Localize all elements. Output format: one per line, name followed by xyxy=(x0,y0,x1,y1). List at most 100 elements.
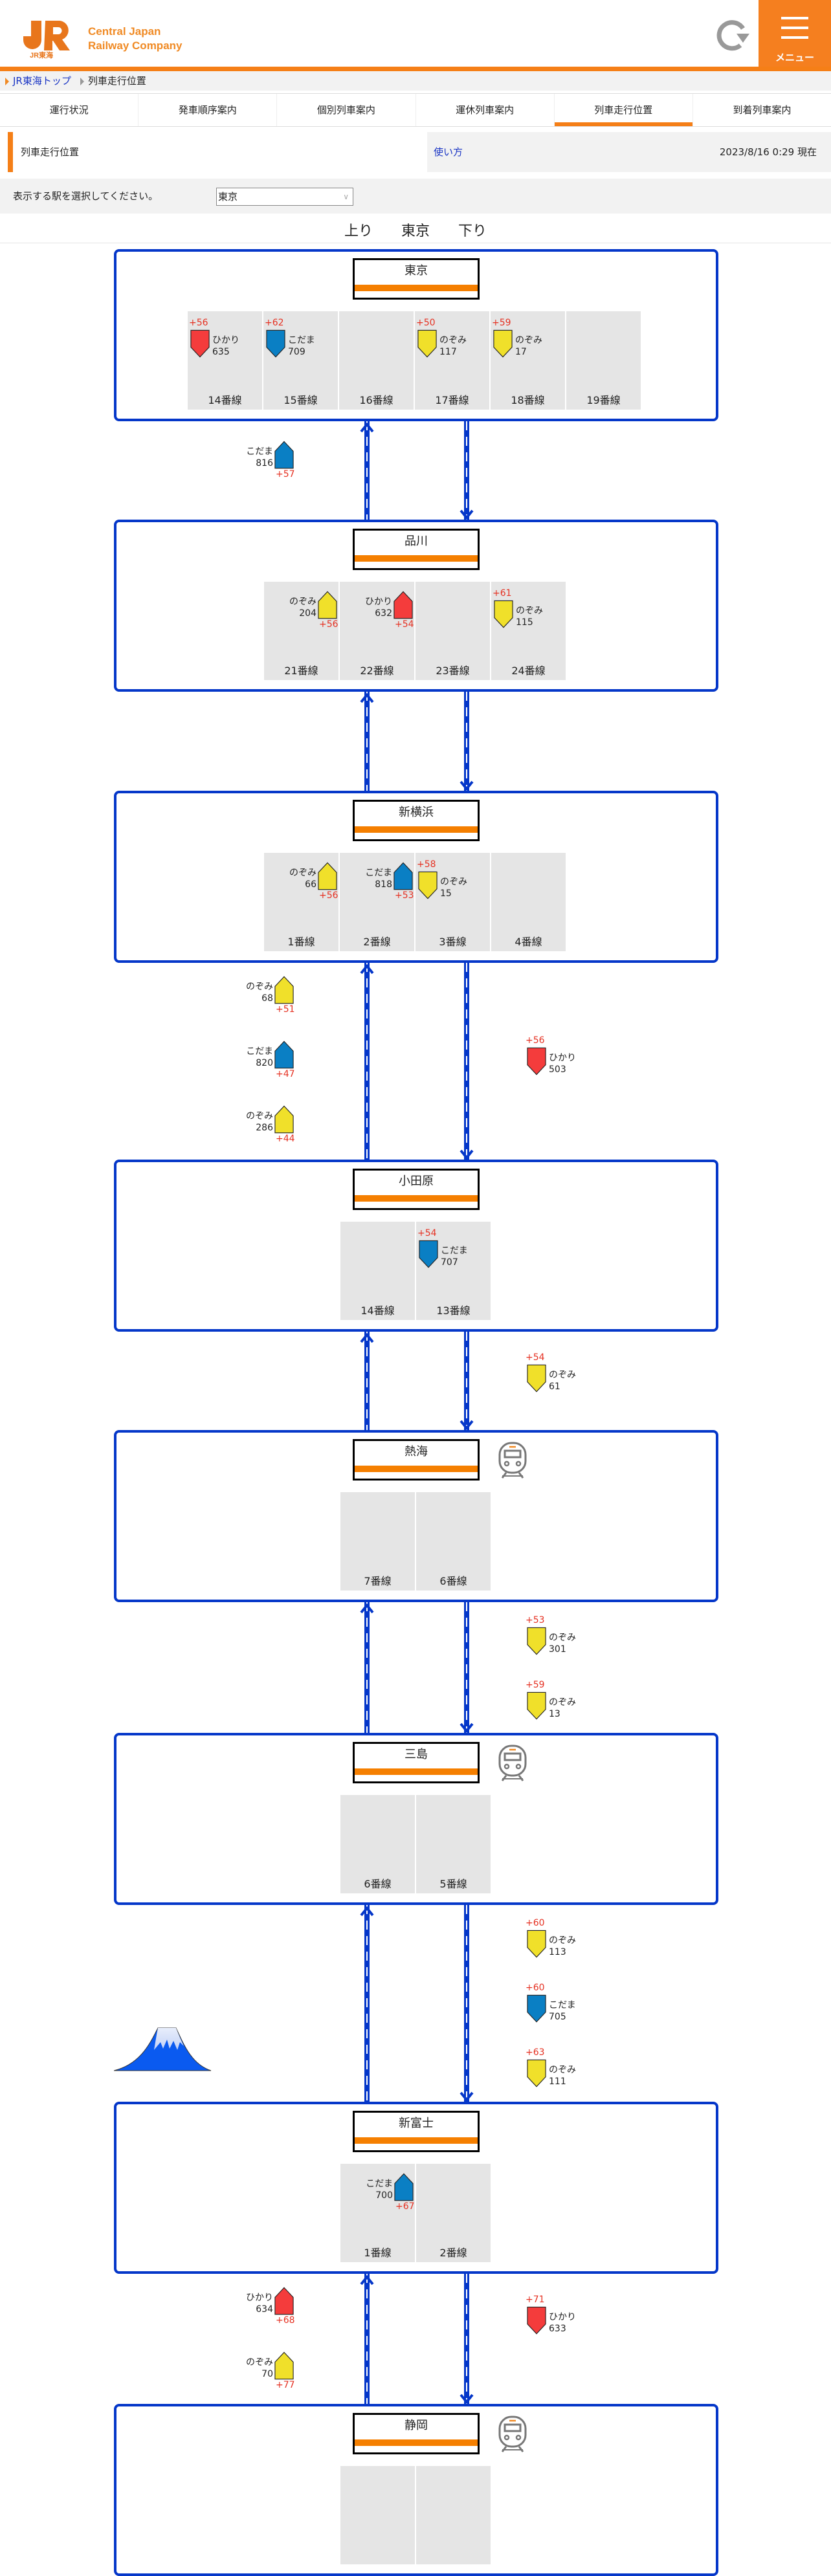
train-marker-nozomi[interactable] xyxy=(494,600,513,632)
train-type: ひかり xyxy=(246,2293,273,2303)
train-marker-kodama[interactable] xyxy=(274,441,294,473)
station-signboard[interactable]: 東京 xyxy=(353,258,480,300)
train-marker-nozomi[interactable] xyxy=(318,862,337,894)
train-marker-kodama[interactable] xyxy=(394,2173,414,2205)
arrow-down-icon xyxy=(460,2087,474,2102)
station-signboard[interactable]: 新横浜 xyxy=(353,800,480,841)
train-marker-nozomi[interactable] xyxy=(274,1105,294,1138)
train-shape xyxy=(527,2059,546,2087)
platform-label: 1番線 xyxy=(364,2247,392,2259)
station-signboard[interactable]: 小田原 xyxy=(353,1169,480,1210)
train-delay: +56 xyxy=(526,1035,545,1046)
train-shape xyxy=(527,1047,546,1075)
howto-link[interactable]: 使い方 xyxy=(434,146,463,158)
train-marker-hikari[interactable] xyxy=(393,591,413,623)
station-signboard[interactable]: 静岡 xyxy=(353,2413,480,2454)
train-shape xyxy=(494,600,513,628)
tab-departure-order[interactable]: 発車順序案内 xyxy=(138,94,278,126)
station-name: 三島 xyxy=(404,1748,428,1761)
train-marker-nozomi[interactable] xyxy=(527,1691,546,1724)
train-number: 632 xyxy=(375,608,392,619)
train-number: 68 xyxy=(261,993,273,1004)
station-signboard[interactable]: 三島 xyxy=(353,1742,480,1783)
train-down-icon xyxy=(190,329,210,358)
station-name: 新横浜 xyxy=(399,806,434,819)
train-marker-nozomi[interactable] xyxy=(527,1930,546,1962)
jr-central-logo[interactable] xyxy=(19,18,78,61)
train-number: 115 xyxy=(516,617,533,628)
train-type: のぞみ xyxy=(549,1370,576,1380)
train-type: こだま xyxy=(288,335,315,346)
station-signboard[interactable]: 熱海 xyxy=(353,1439,480,1481)
train-marker-nozomi[interactable] xyxy=(274,976,294,1008)
menu-label: メニュー xyxy=(775,52,814,63)
platform-label: 6番線 xyxy=(439,1575,467,1587)
tab-cancelled-trains[interactable]: 運休列車案内 xyxy=(416,94,555,126)
train-up-icon xyxy=(274,1105,294,1134)
train-shape xyxy=(527,1994,546,2023)
train-front-icon[interactable] xyxy=(497,1440,528,1479)
train-marker-hikari[interactable] xyxy=(274,2287,294,2319)
train-marker-hikari[interactable] xyxy=(527,2306,546,2339)
up-track xyxy=(364,692,370,791)
train-delay: +56 xyxy=(319,890,338,901)
train-marker-nozomi[interactable] xyxy=(527,1627,546,1659)
train-marker-nozomi[interactable] xyxy=(417,329,437,362)
tab-arriving-trains[interactable]: 到着列車案内 xyxy=(733,104,792,116)
tab-train-info[interactable]: 個別列車案内 xyxy=(277,94,416,126)
page-title: 列車走行位置 xyxy=(8,132,79,172)
breadcrumb-home-link[interactable]: JR東海トップ xyxy=(13,75,71,87)
train-marker-nozomi[interactable] xyxy=(527,2059,546,2091)
train-marker-hikari[interactable] xyxy=(190,329,210,362)
station-name: 小田原 xyxy=(399,1174,434,1188)
train-marker-nozomi[interactable] xyxy=(493,329,513,362)
down-track xyxy=(464,1332,469,1430)
train-front-icon[interactable] xyxy=(497,2414,528,2453)
train-front-icon[interactable] xyxy=(497,1743,528,1782)
arrow-down-icon xyxy=(460,2390,474,2405)
station-signboard[interactable]: 新富士 xyxy=(353,2111,480,2152)
train-marker-kodama[interactable] xyxy=(393,862,413,894)
platform-label: 13番線 xyxy=(436,1305,471,1317)
platform-label: 14番線 xyxy=(208,394,242,406)
platform-label: 2番線 xyxy=(363,936,391,948)
train-marker-nozomi[interactable] xyxy=(274,2351,294,2384)
train-shape xyxy=(527,1930,546,1958)
train-type: こだま xyxy=(246,446,273,457)
direction-up-label: 上り xyxy=(344,223,373,239)
tab-operation-status[interactable]: 運行状況 xyxy=(0,94,139,126)
station-signboard[interactable]: 品川 xyxy=(353,529,480,570)
menu-button[interactable]: メニュー xyxy=(759,0,831,71)
train-down-icon xyxy=(494,600,513,628)
down-track xyxy=(464,2274,469,2404)
reload-icon[interactable] xyxy=(712,14,752,54)
station-name: 新富士 xyxy=(399,2117,434,2130)
train-marker-kodama[interactable] xyxy=(266,329,285,362)
info-bar: 使い方 2023/8/16 0:29 現在 xyxy=(427,132,831,172)
tab-train-position[interactable]: 列車走行位置 xyxy=(554,94,693,126)
train-marker-nozomi[interactable] xyxy=(318,591,337,623)
platform: 7番線 xyxy=(340,1492,415,1591)
train-down-icon xyxy=(527,1364,546,1393)
train-delay: +59 xyxy=(492,318,511,328)
train-down-icon xyxy=(527,1994,546,2023)
station-select[interactable]: 東京 ∨ xyxy=(216,188,353,206)
train-marker-hikari[interactable] xyxy=(527,1047,546,1079)
train-marker-kodama[interactable] xyxy=(527,1994,546,2027)
train-marker-nozomi[interactable] xyxy=(418,871,438,903)
train-marker-nozomi[interactable] xyxy=(527,1364,546,1396)
train-marker-kodama[interactable] xyxy=(419,1240,438,1272)
train-shape xyxy=(274,1040,294,1069)
logo-subtitle: JR東海 xyxy=(30,52,54,60)
train-type: のぞみ xyxy=(549,1633,576,1643)
down-track xyxy=(464,1905,469,2102)
train-marker-kodama[interactable] xyxy=(274,1040,294,1073)
